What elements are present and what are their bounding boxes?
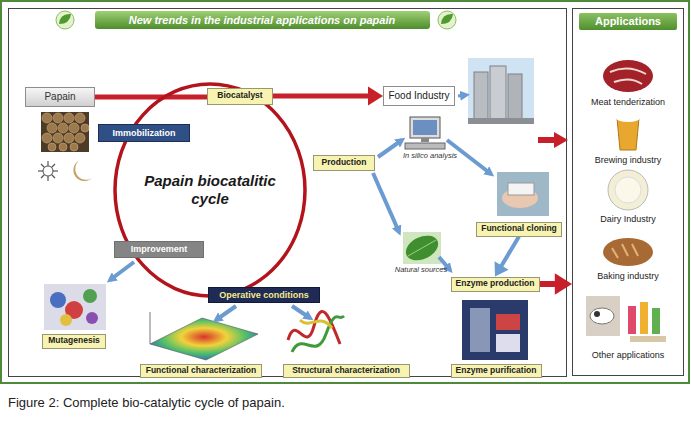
node-label: Papain biocatalitic cycle <box>128 172 293 208</box>
application-label: Meat tenderization <box>591 97 665 107</box>
stage-box: Operative conditions <box>208 287 320 303</box>
cycle-circle: Papain biocatalitic cycle <box>113 82 307 298</box>
title-banner: New trends in the industrial application… <box>95 11 430 29</box>
node-label: Biocatalyst <box>217 91 262 101</box>
connector <box>495 237 519 277</box>
mutagenesis-image <box>44 284 106 330</box>
node-label: Operative conditions <box>219 290 309 300</box>
process-box: Mutagenesis <box>42 334 106 349</box>
figure-caption: Figure 2: Complete bio-catalytic cycle o… <box>8 396 285 411</box>
connector-line <box>273 94 371 99</box>
surface-plot <box>150 312 258 360</box>
application-label: Brewing industry <box>595 155 662 165</box>
input-box: Papain <box>25 87 95 107</box>
arrow-head <box>495 261 509 276</box>
stage-box: Improvement <box>114 241 204 258</box>
application-label: Other applications <box>592 350 665 360</box>
node-label: Functional characterization <box>146 366 257 376</box>
leaf-icon <box>56 11 456 29</box>
process-box: Structural characterization <box>283 364 410 378</box>
image-label: Natural sources <box>395 266 448 275</box>
cloning-image <box>497 172 549 216</box>
circle-outline <box>115 84 305 296</box>
process-box: Enzyme purification <box>451 364 542 378</box>
node-label: Structural characterization <box>292 366 400 376</box>
node-label: Papain <box>44 91 75 103</box>
silo-image <box>468 58 534 124</box>
natural-sources-image <box>402 231 442 265</box>
arrow-head <box>368 87 383 106</box>
node-label: Immobilization <box>113 128 176 138</box>
connector-line <box>95 95 207 100</box>
process-box: Biocatalyst <box>207 88 273 105</box>
stage-box: Immobilization <box>98 124 190 142</box>
image-label: In silico analysis <box>403 152 457 161</box>
protein-structure <box>288 312 344 352</box>
node-label: Mutagenesis <box>48 336 100 346</box>
node-label: Enzyme production <box>456 279 535 289</box>
node-label: Enzyme purification <box>456 366 537 376</box>
purification-image <box>462 300 528 360</box>
carrier-icons <box>38 160 92 181</box>
connector <box>95 97 207 98</box>
outer-frame <box>1 1 689 383</box>
applications-panel: Applications <box>572 8 684 376</box>
connector <box>273 87 383 106</box>
computer-image <box>405 117 445 149</box>
node-label: Production <box>322 158 367 168</box>
stage-box: Production <box>313 155 375 171</box>
node-label: Improvement <box>131 244 188 254</box>
connector <box>540 273 573 295</box>
process-box: Functional characterization <box>140 364 262 378</box>
application-label: Dairy Industry <box>600 214 656 224</box>
output-box: Food Industry <box>383 86 455 106</box>
arrow-head <box>555 273 572 295</box>
process-box: Functional cloning <box>476 222 562 237</box>
connector-line <box>500 237 519 268</box>
title-text: New trends in the industrial application… <box>129 14 395 27</box>
node-label: Food Industry <box>388 90 449 102</box>
application-label: Baking industry <box>597 271 659 281</box>
left-panel <box>9 9 567 377</box>
node-label: Functional cloning <box>481 224 557 234</box>
beads-image <box>41 112 89 152</box>
applications-images <box>586 60 666 342</box>
process-box: Enzyme production <box>451 277 540 292</box>
panel-heading: Applications <box>579 13 677 30</box>
